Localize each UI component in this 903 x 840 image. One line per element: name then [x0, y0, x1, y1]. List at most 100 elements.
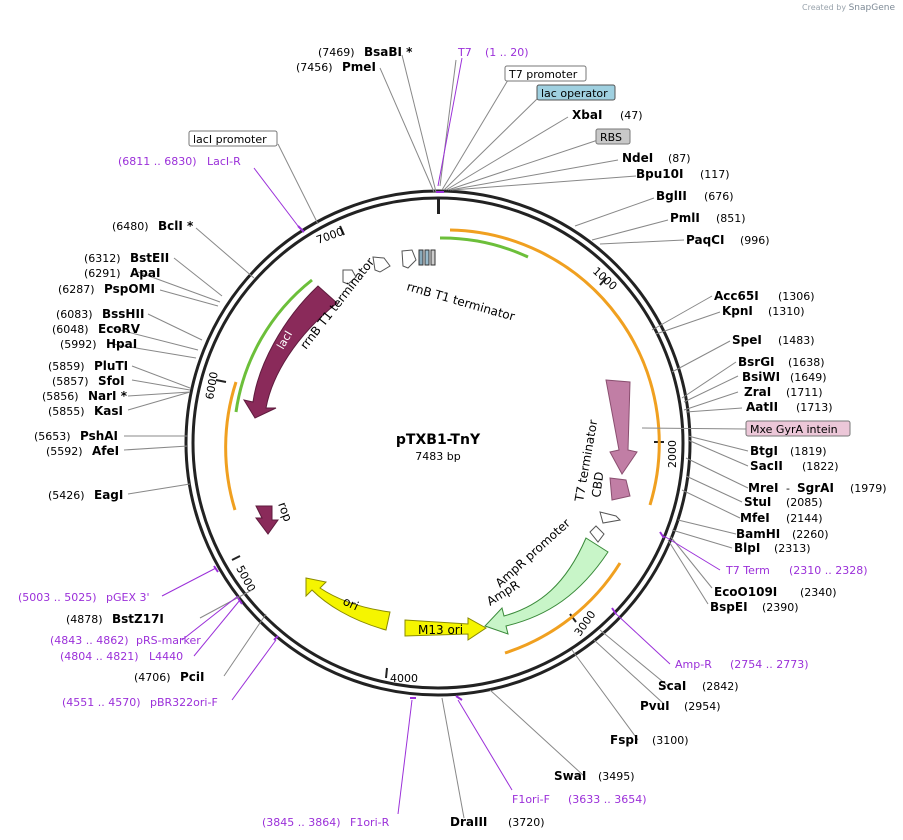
site-name-bsshii: BssHII: [102, 307, 144, 321]
site-name-pcii: PciI: [180, 670, 205, 684]
site-pos-pvui: (2954): [684, 700, 721, 713]
site-pos-bspei: (2390): [762, 601, 799, 614]
primer-name-pgex-3: pGEX 3': [106, 591, 150, 604]
laci-arrow: [242, 285, 338, 419]
site-name-pmli: PmlI: [670, 211, 700, 225]
site-pos-sacii: (1822): [802, 460, 839, 473]
site-pos-eagi: (5426): [48, 489, 85, 502]
feature-label-ampr-promoter: AmpR promoter: [493, 516, 573, 590]
site-pos-bglii: (676): [704, 190, 734, 203]
site-pos-pmli: (851): [716, 212, 746, 225]
site-dash-mrei: -: [786, 482, 790, 495]
site-name-kasi: KasI: [94, 404, 123, 418]
site-pos-btgi: (1819): [790, 445, 827, 458]
site-name-bamhi: BamHI: [736, 527, 780, 541]
site-name-zrai: ZraI: [744, 385, 771, 399]
site-name-swai: SwaI: [554, 769, 586, 783]
site-name-stui: StuI: [744, 495, 771, 509]
site-pos-bpu10i: (117): [700, 168, 730, 181]
site-pos-bsteii: (6312): [84, 252, 121, 265]
t7-primer-marker: [437, 198, 440, 214]
primer-range-amp-r: (2754 .. 2773): [730, 658, 809, 671]
m13-ori-arrow: [404, 617, 487, 641]
site-pos-hpai: (5992): [60, 338, 97, 351]
box-t7-promoter: [504, 65, 587, 82]
site-name-apai: ApaI: [130, 266, 160, 280]
primer-range-f1ori-r: (3845 .. 3864): [262, 816, 341, 829]
primer-range-t7: (1 .. 20): [485, 46, 529, 59]
site-name-bglii: BglII: [656, 189, 687, 203]
site-name-pshai: PshAI: [80, 429, 118, 443]
plasmid-name: pTXB1-TnY: [396, 432, 481, 448]
site-name-blpi: BlpI: [734, 541, 760, 555]
site-name-ecorv: EcoRV: [98, 322, 141, 336]
primer-range-pbr322ori-f: (4551 .. 4570): [62, 696, 141, 709]
site-name-bspei: BspEI: [710, 600, 748, 614]
site-name-xbai: XbaI: [572, 108, 602, 122]
site-pos-pshai: (5653): [34, 430, 71, 443]
site-name-mfei: MfeI: [740, 511, 770, 525]
tick-4000: [385, 667, 388, 679]
primer-name-t7: T7: [457, 46, 472, 59]
box-label-t7-promoter: T7 promoter: [508, 68, 578, 81]
primer-name-laci-r: LacI-R: [207, 155, 241, 168]
site-pos-bsrgi: (1638): [788, 356, 825, 369]
primer-name-f1ori-f: F1ori-F: [512, 793, 550, 806]
rrnb-t1-terminator-arrow-3: [401, 249, 417, 269]
terminator-block-2: [424, 249, 430, 266]
site-name-bstz17i: BstZ17I: [112, 612, 164, 626]
site-pos-sfoi: (5857): [52, 375, 89, 388]
box-lac-operator: [536, 84, 616, 101]
site-name-bpu10i: Bpu10I: [636, 167, 683, 181]
site-name-sacii: SacII: [750, 459, 783, 473]
feature-arc-laci-region: [234, 278, 313, 413]
site-pos-aatii: (1713): [796, 401, 833, 414]
site-name-sgrai: SgrAI: [797, 481, 834, 495]
site-pos-bcli: (6480): [112, 220, 149, 233]
site-pos-acc65i: (1306): [778, 290, 815, 303]
site-pos-spei: (1483): [778, 334, 815, 347]
primer-range-prs-marker: (4843 .. 4862): [50, 634, 129, 647]
site-pos-swai: (3495): [598, 770, 635, 783]
site-pos-sgrai: (1979): [850, 482, 887, 495]
mxe-gyra-intein-arrow: [605, 379, 638, 475]
site-pos-xbai: (47): [620, 109, 643, 122]
site-pos-stui: (2085): [786, 496, 823, 509]
site-pos-mfei: (2144): [786, 512, 823, 525]
site-pos-pspomi: (6287): [58, 283, 95, 296]
primer-ticks: [213, 225, 665, 701]
tick-marks: [215, 225, 664, 679]
tick-label-4000: 4000: [390, 672, 418, 685]
site-pos-ndei: (87): [668, 152, 691, 165]
box-mxe-gyra-intein: [745, 420, 851, 437]
site-name-acc65i: Acc65I: [714, 289, 759, 303]
site-name-pspomi: PspOMI: [104, 282, 155, 296]
site-name-paqci: PaqCI: [686, 233, 724, 247]
site-pos-scai: (2842): [702, 680, 739, 693]
rop-arrow: [255, 505, 279, 535]
primer-name-pbr322ori-f: pBR322ori-F: [150, 696, 218, 709]
site-pos-bstz17i: (4878): [66, 613, 103, 626]
site-name-spei: SpeI: [732, 333, 762, 347]
site-pos-ecoo109i: (2340): [800, 586, 837, 599]
site-pos-pluti: (5859): [48, 360, 85, 373]
leader-lines: [111, 54, 749, 819]
site-pos-paqci: (996): [740, 234, 770, 247]
tick-label-2000: 2000: [666, 440, 679, 468]
site-pos-apai: (6291): [84, 267, 121, 280]
site-name-pluti: PluTI: [94, 359, 128, 373]
site-name-bcli: BclI *: [158, 219, 194, 233]
tick-6000: [215, 379, 227, 383]
site-name-kpni: KpnI: [722, 304, 753, 318]
feature-arc-ampr: [504, 562, 622, 655]
box-label-lac-operator: lac operator: [541, 87, 608, 100]
site-name-ecoo109i: EcoO109I: [714, 585, 777, 599]
site-pos-zrai: (1711): [786, 386, 823, 399]
tick-1000: [599, 277, 607, 286]
feature-arc-rop: [224, 381, 238, 511]
site-name-eagi: EagI: [94, 488, 123, 502]
box-label-mxe-gyra-intein: Mxe GyrA intein: [750, 423, 838, 436]
feature-label-rrnb-2: rrnB T1 terminator: [405, 279, 516, 323]
primer-range-pgex-3: (5003 .. 5025): [18, 591, 97, 604]
primer-name-amp-r: Amp-R: [675, 658, 712, 671]
